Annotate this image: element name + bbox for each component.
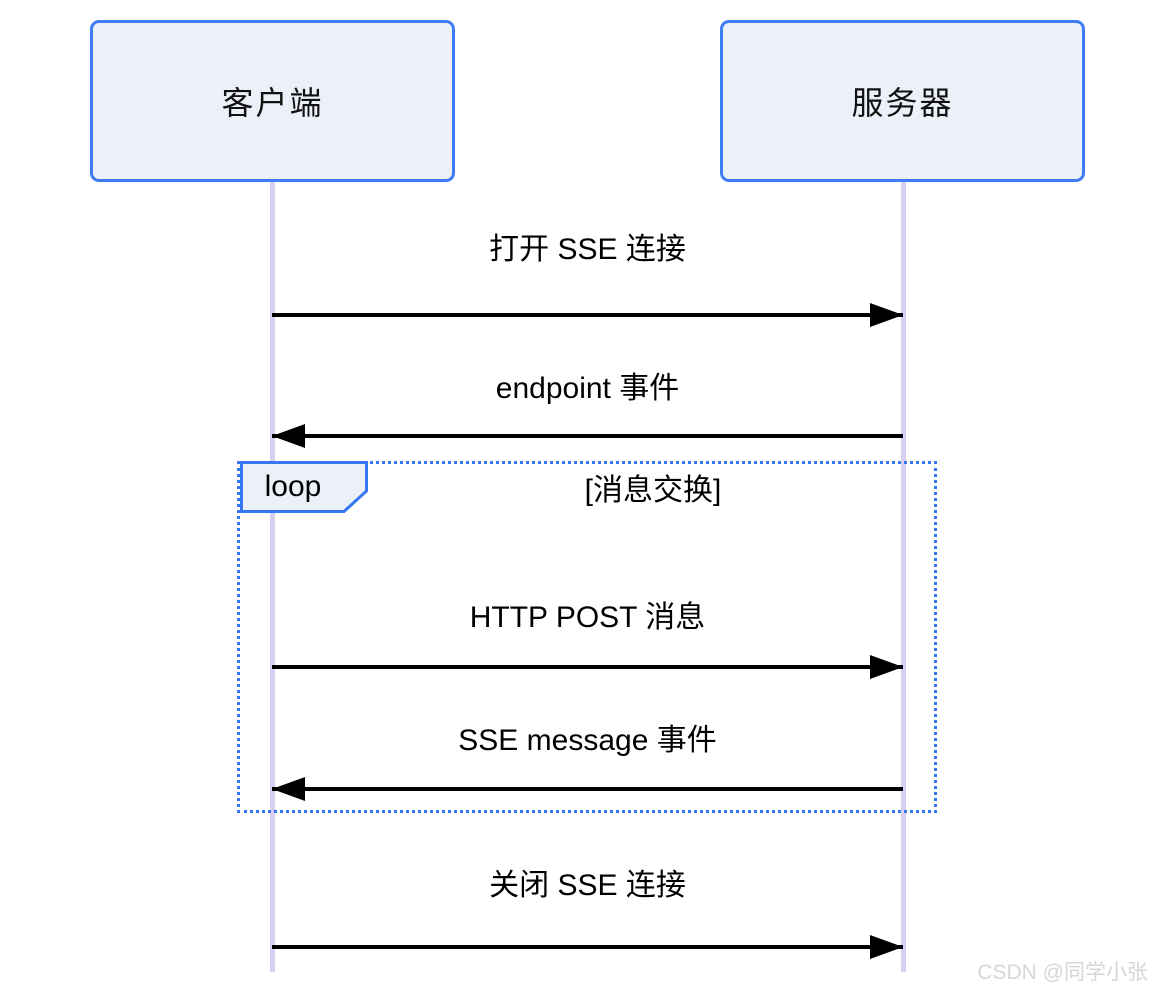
message-arrow-close-sse <box>272 945 903 949</box>
loop-badge-shape <box>240 461 368 513</box>
watermark: CSDN @同学小张 <box>977 961 1148 984</box>
message-label-sse-message: SSE message 事件 <box>458 724 717 757</box>
actor-label-server: 服务器 <box>851 85 954 121</box>
loop-frame <box>237 461 937 813</box>
message-label-open-sse: 打开 SSE 连接 <box>489 233 686 266</box>
lifeline-client <box>270 182 275 972</box>
actor-box-client: 客户端 <box>90 20 455 182</box>
message-label-close-sse: 关闭 SSE 连接 <box>489 869 686 902</box>
loop-label-badge: loop <box>240 461 368 513</box>
message-arrow-http-post <box>272 665 903 669</box>
message-label-endpoint-event: endpoint 事件 <box>495 372 680 405</box>
message-arrow-endpoint-event <box>272 434 903 438</box>
message-arrow-open-sse <box>272 313 903 317</box>
loop-condition: [消息交换] <box>584 474 722 507</box>
loop-keyword: loop <box>264 470 322 503</box>
message-arrow-sse-message <box>272 787 903 791</box>
actor-label-client: 客户端 <box>221 85 324 121</box>
actor-box-server: 服务器 <box>720 20 1085 182</box>
message-label-http-post: HTTP POST 消息 <box>469 601 706 634</box>
lifeline-server <box>901 182 906 972</box>
